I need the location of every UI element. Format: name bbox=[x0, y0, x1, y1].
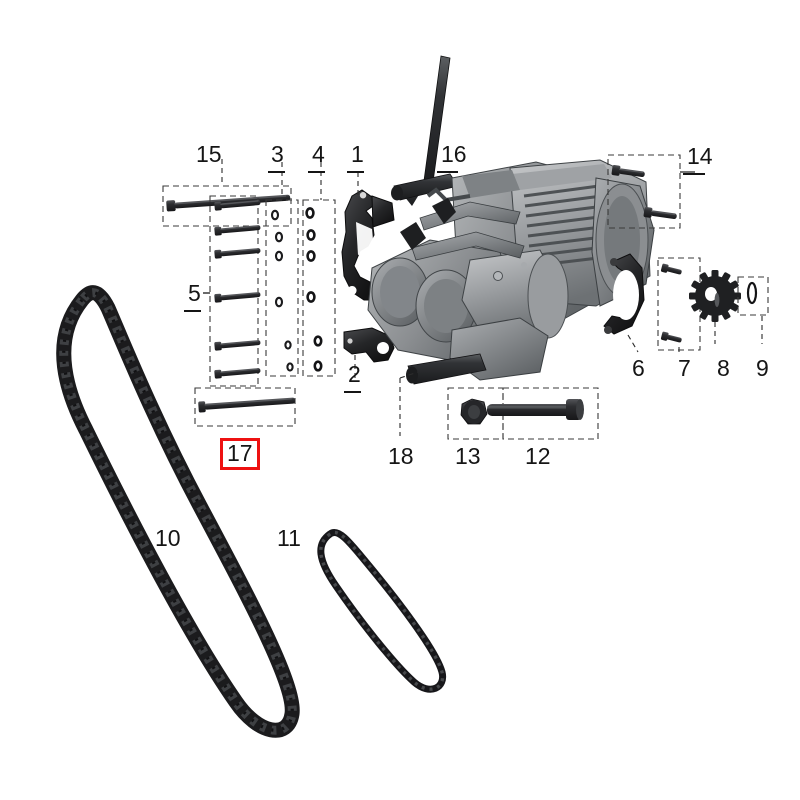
callout-17-highlighted[interactable]: 17 bbox=[220, 438, 260, 470]
part-group-3 bbox=[265, 162, 299, 377]
part-group-7 bbox=[657, 257, 701, 352]
part-group-1 bbox=[341, 172, 395, 301]
callout-14-underline bbox=[683, 173, 705, 175]
callout-4[interactable]: 4 bbox=[312, 141, 325, 167]
callout-11[interactable]: 11 bbox=[277, 525, 301, 551]
callout-16-underline bbox=[437, 171, 458, 173]
callout-3-underline bbox=[268, 171, 285, 173]
part-group-5 bbox=[203, 195, 261, 387]
callout-15[interactable]: 15 bbox=[196, 141, 222, 167]
callout-16[interactable]: 16 bbox=[441, 141, 467, 167]
callout-5[interactable]: 5 bbox=[188, 280, 201, 306]
part-group-8 bbox=[689, 270, 741, 344]
callout-2[interactable]: 2 bbox=[348, 361, 361, 387]
motor-gearbox-assembly bbox=[367, 55, 655, 385]
part-group-2 bbox=[343, 327, 395, 378]
callout-18[interactable]: 18 bbox=[388, 443, 414, 469]
part-group-6 bbox=[603, 253, 645, 353]
callout-4-underline bbox=[308, 171, 325, 173]
part-group-10 bbox=[56, 285, 300, 738]
callout-9[interactable]: 9 bbox=[756, 355, 769, 381]
callout-14[interactable]: 14 bbox=[687, 143, 713, 169]
part-group-11 bbox=[317, 529, 447, 693]
part-group-4 bbox=[302, 162, 336, 377]
part-group-18 bbox=[399, 371, 419, 436]
part-group-9 bbox=[737, 276, 769, 344]
callout-3[interactable]: 3 bbox=[271, 141, 284, 167]
callout-1[interactable]: 1 bbox=[351, 141, 364, 167]
callout-8[interactable]: 8 bbox=[717, 355, 730, 381]
callout-6[interactable]: 6 bbox=[632, 355, 645, 381]
callout-2-underline bbox=[344, 391, 361, 393]
callout-1-underline bbox=[347, 171, 364, 173]
part-group-13 bbox=[447, 387, 504, 440]
callout-12[interactable]: 12 bbox=[525, 443, 551, 469]
callout-10[interactable]: 10 bbox=[155, 525, 181, 551]
callout-7[interactable]: 7 bbox=[678, 355, 691, 381]
part-group-17 bbox=[194, 387, 296, 427]
part-group-15 bbox=[162, 159, 292, 227]
part-group-14 bbox=[607, 154, 695, 229]
callout-13[interactable]: 13 bbox=[455, 443, 481, 469]
part-group-12 bbox=[487, 387, 599, 440]
callout-5-underline bbox=[184, 310, 201, 312]
